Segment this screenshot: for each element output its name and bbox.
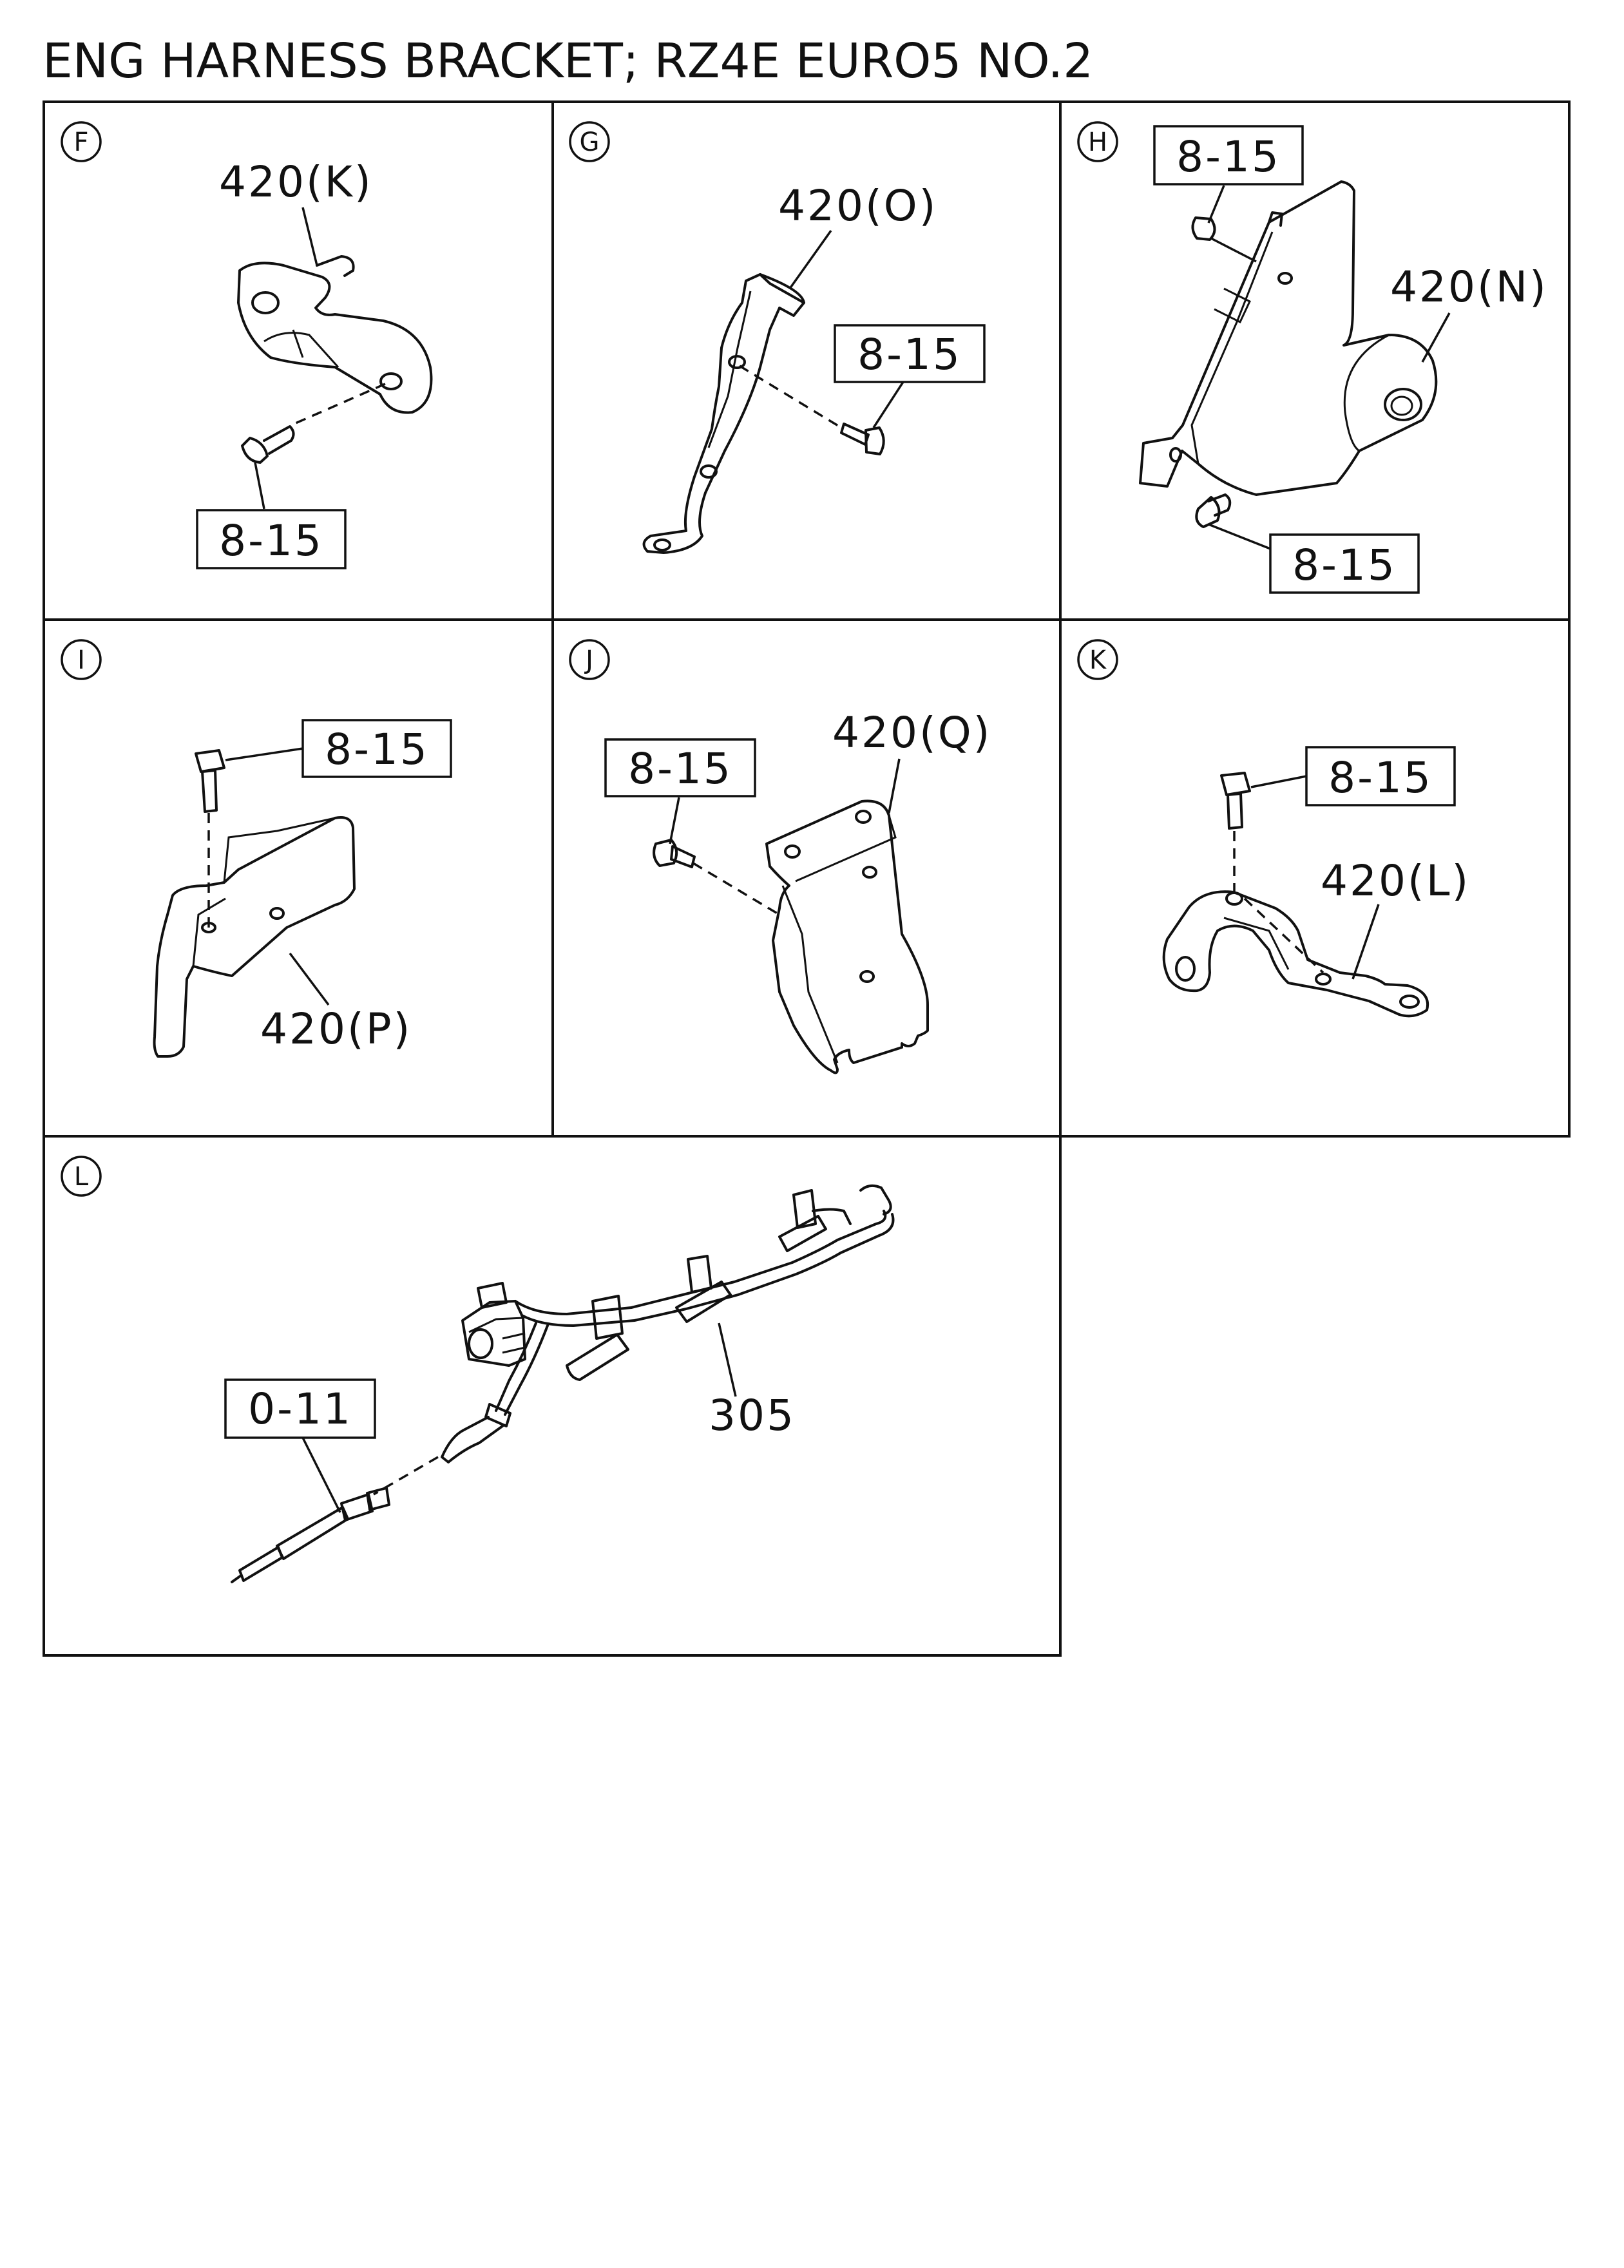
svg-text:G: G (580, 128, 600, 157)
bolt-icon (241, 425, 295, 464)
svg-text:F: F (73, 128, 88, 157)
bolt-label-box-bottom (1269, 533, 1420, 594)
bolt-label-8-15: 8-15 (1328, 753, 1433, 803)
ref-label-box (224, 1378, 376, 1439)
part-label-420q: 420(Q) (832, 708, 991, 758)
panel-f: F 420(K) 8-15 (61, 121, 433, 569)
part-label-420k: 420(K) (219, 157, 373, 207)
panel-letter-j: J (569, 639, 610, 680)
panel-g: G 420(O) 8-15 (569, 121, 986, 554)
panel-letter-l: L (61, 1156, 102, 1197)
bolt-label-box (604, 738, 756, 797)
panel-letter-i: I (61, 639, 102, 680)
bolt-label-8-15-bottom: 8-15 (1292, 540, 1397, 590)
page-title: ENG HARNESS BRACKET; RZ4E EURO5 NO.2 (43, 33, 1094, 89)
svg-text:J: J (584, 645, 593, 675)
panel-l: L 305 (61, 1156, 895, 1583)
bolt-icon (1195, 493, 1232, 528)
panel-letter-f: F (61, 121, 102, 162)
panel-h: H 8-15 420(N) 8-15 (1077, 121, 1548, 594)
bracket-420n-drawing (1139, 180, 1438, 496)
glow-plug-icon (231, 1487, 390, 1583)
panel-letter-h: H (1077, 121, 1118, 162)
part-label-420p: 420(P) (260, 1004, 412, 1054)
panel-i: I 8-15 420(P) (61, 639, 452, 1058)
nut-icon (1191, 216, 1216, 241)
bolt-label-box (1305, 746, 1456, 806)
bolt-label-8-15: 8-15 (857, 330, 962, 379)
panel-j: J 420(Q) 8-15 (569, 639, 991, 1074)
bracket-420k-drawing (237, 255, 433, 414)
bracket-420l-drawing (1162, 890, 1429, 1018)
bolt-icon (1220, 772, 1251, 830)
part-label-420o: 420(O) (778, 181, 937, 231)
ref-label-0-11: 0-11 (248, 1384, 352, 1434)
bolt-icon (840, 423, 885, 455)
bolt-label-8-15: 8-15 (219, 516, 323, 566)
panel-letter-g: G (569, 121, 610, 162)
svg-text:I: I (77, 645, 85, 675)
svg-text:L: L (74, 1162, 89, 1192)
bolt-label-box (196, 509, 347, 569)
part-label-420l: 420(L) (1321, 856, 1470, 906)
bracket-420q-drawing (765, 799, 929, 1074)
panel-grid (43, 100, 1571, 1657)
panel-letter-k: K (1077, 639, 1118, 680)
bolt-icon (653, 839, 696, 868)
bolt-label-box (834, 324, 986, 383)
wiring-harness-305-drawing (441, 1184, 895, 1463)
bolt-label-8-15: 8-15 (325, 725, 429, 774)
bolt-label-8-15-top: 8-15 (1176, 132, 1281, 182)
svg-text:H: H (1088, 128, 1107, 157)
part-label-420n: 420(N) (1390, 262, 1548, 312)
part-label-305: 305 (709, 1391, 796, 1440)
bracket-420p-drawing (153, 816, 356, 1058)
svg-text:K: K (1089, 645, 1107, 675)
panel-k: K 8-15 420(L) (1077, 639, 1470, 1018)
leader-line (301, 207, 318, 266)
bracket-420o-drawing (642, 273, 805, 554)
bolt-label-8-15: 8-15 (628, 744, 732, 794)
bolt-label-box-top (1153, 125, 1304, 186)
bolt-icon (195, 749, 225, 813)
